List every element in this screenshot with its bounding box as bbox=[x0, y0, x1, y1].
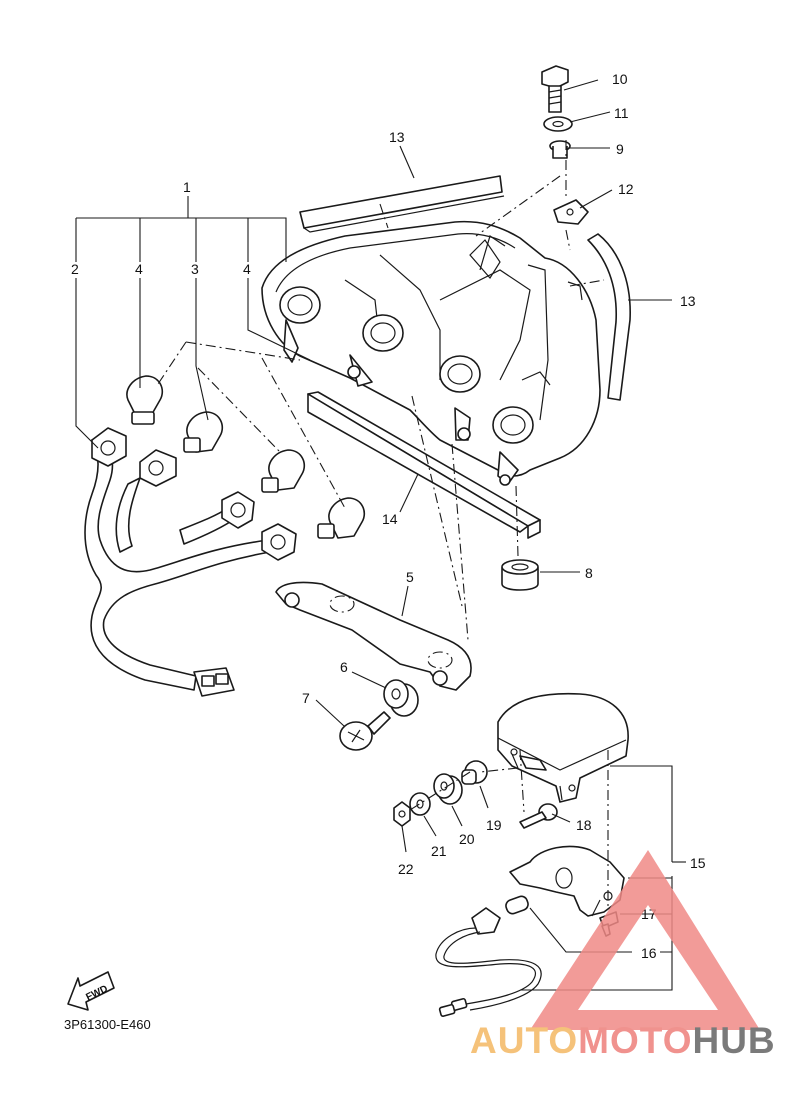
seal-bar-14 bbox=[307, 391, 541, 539]
callout-16: 16 bbox=[641, 945, 657, 961]
callout-7: 7 bbox=[302, 690, 310, 706]
collar-9 bbox=[549, 140, 571, 159]
bolt-18 bbox=[519, 803, 558, 829]
callout-14: 14 bbox=[382, 511, 398, 527]
nut-plate-12 bbox=[553, 199, 589, 225]
washer-11 bbox=[543, 116, 573, 132]
callout-9: 9 bbox=[616, 141, 624, 157]
watermark-part-auto: AUTO bbox=[470, 1020, 579, 1061]
nut-22 bbox=[393, 801, 411, 827]
grommet-8 bbox=[501, 559, 539, 591]
washer-21 bbox=[409, 792, 431, 816]
watermark-triangle-icon bbox=[530, 850, 760, 1030]
callout-13-upper: 13 bbox=[389, 129, 405, 145]
grommet-20 bbox=[433, 773, 463, 805]
callout-15: 15 bbox=[690, 855, 706, 871]
bulbs-3-4 bbox=[126, 375, 366, 539]
license-lamp-wire bbox=[435, 907, 542, 1017]
seal-strip-13-upper bbox=[299, 175, 505, 233]
callout-3: 3 bbox=[191, 261, 199, 277]
callout-1: 1 bbox=[183, 179, 191, 195]
callout-19: 19 bbox=[486, 817, 502, 833]
bulb-16 bbox=[505, 895, 529, 915]
watermark-logo: AUTOMOTOHUB bbox=[470, 1020, 776, 1062]
license-lamp-lens bbox=[497, 692, 629, 803]
bolt-10 bbox=[541, 65, 569, 113]
callout-5: 5 bbox=[406, 569, 414, 585]
callout-21: 21 bbox=[431, 843, 447, 859]
wire-harness-2 bbox=[84, 427, 297, 697]
grommet-6 bbox=[383, 679, 419, 717]
collar-19 bbox=[461, 760, 488, 785]
taillight-housing bbox=[261, 220, 601, 486]
callout-13-right: 13 bbox=[680, 293, 696, 309]
callout-12: 12 bbox=[618, 181, 634, 197]
callout-labels: 1 2 4 3 4 13 10 11 9 12 13 14 8 5 6 7 18… bbox=[71, 71, 706, 961]
callout-18: 18 bbox=[576, 817, 592, 833]
callout-4-right: 4 bbox=[243, 261, 251, 277]
leader-lines bbox=[75, 79, 686, 991]
assembly-lines bbox=[157, 140, 609, 906]
callout-6: 6 bbox=[340, 659, 348, 675]
bracket-5 bbox=[275, 581, 472, 691]
callout-4-left: 4 bbox=[135, 261, 143, 277]
callout-10: 10 bbox=[612, 71, 628, 87]
watermark-part-moto: MOTO bbox=[578, 1020, 693, 1061]
seal-strip-13-right bbox=[587, 233, 631, 401]
fwd-arrow-icon: FWD bbox=[67, 971, 115, 1011]
callout-20: 20 bbox=[459, 831, 475, 847]
callout-22: 22 bbox=[398, 861, 414, 877]
callout-11: 11 bbox=[614, 105, 629, 121]
callout-8: 8 bbox=[585, 565, 593, 581]
screw-7 bbox=[339, 711, 391, 751]
diagram-code: 3P61300-E460 bbox=[64, 1017, 151, 1032]
callout-2: 2 bbox=[71, 261, 79, 277]
watermark-part-hub: HUB bbox=[692, 1020, 776, 1061]
